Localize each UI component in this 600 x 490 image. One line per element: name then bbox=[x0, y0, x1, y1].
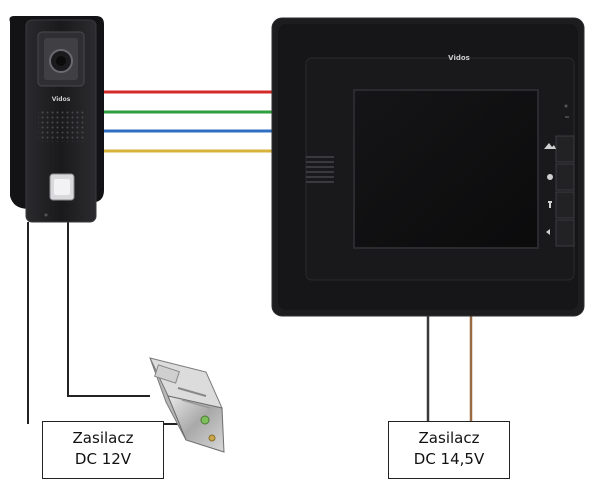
monitor-button-icons bbox=[544, 143, 556, 235]
power-supply-left-title: Zasilacz bbox=[72, 429, 134, 447]
monitor-buttons bbox=[555, 135, 575, 247]
monitor-logo: Vidos bbox=[448, 54, 470, 62]
unlock-icon bbox=[546, 229, 555, 235]
monitor-button-2 bbox=[555, 163, 575, 191]
monitor-button-4 bbox=[555, 219, 575, 247]
power-wires bbox=[27, 222, 473, 425]
power-supply-left-voltage: DC 12V bbox=[74, 450, 132, 468]
signal-wires bbox=[94, 90, 272, 153]
monitor-side-vent bbox=[306, 156, 334, 183]
power-supply-right-voltage: DC 14,5V bbox=[413, 450, 485, 468]
wire-lock bbox=[67, 222, 150, 397]
power-supply-right-title: Zasilacz bbox=[418, 429, 480, 447]
door-station bbox=[9, 16, 104, 223]
monitor bbox=[271, 17, 585, 317]
image-icon bbox=[544, 143, 556, 149]
power-supply-12v-label: Zasilacz DC 12V bbox=[42, 421, 164, 479]
monitor-screen bbox=[353, 89, 539, 249]
key-icon bbox=[548, 201, 552, 208]
monitor-button-1 bbox=[555, 135, 575, 163]
door-lock bbox=[149, 357, 225, 453]
circle-icon bbox=[547, 174, 553, 180]
power-supply-14v-label: Zasilacz DC 14,5V bbox=[388, 421, 510, 479]
monitor-button-3 bbox=[555, 191, 575, 219]
power-led bbox=[564, 104, 568, 108]
door-station-logo: Vidos bbox=[52, 96, 71, 103]
speaker-grille bbox=[38, 110, 86, 142]
